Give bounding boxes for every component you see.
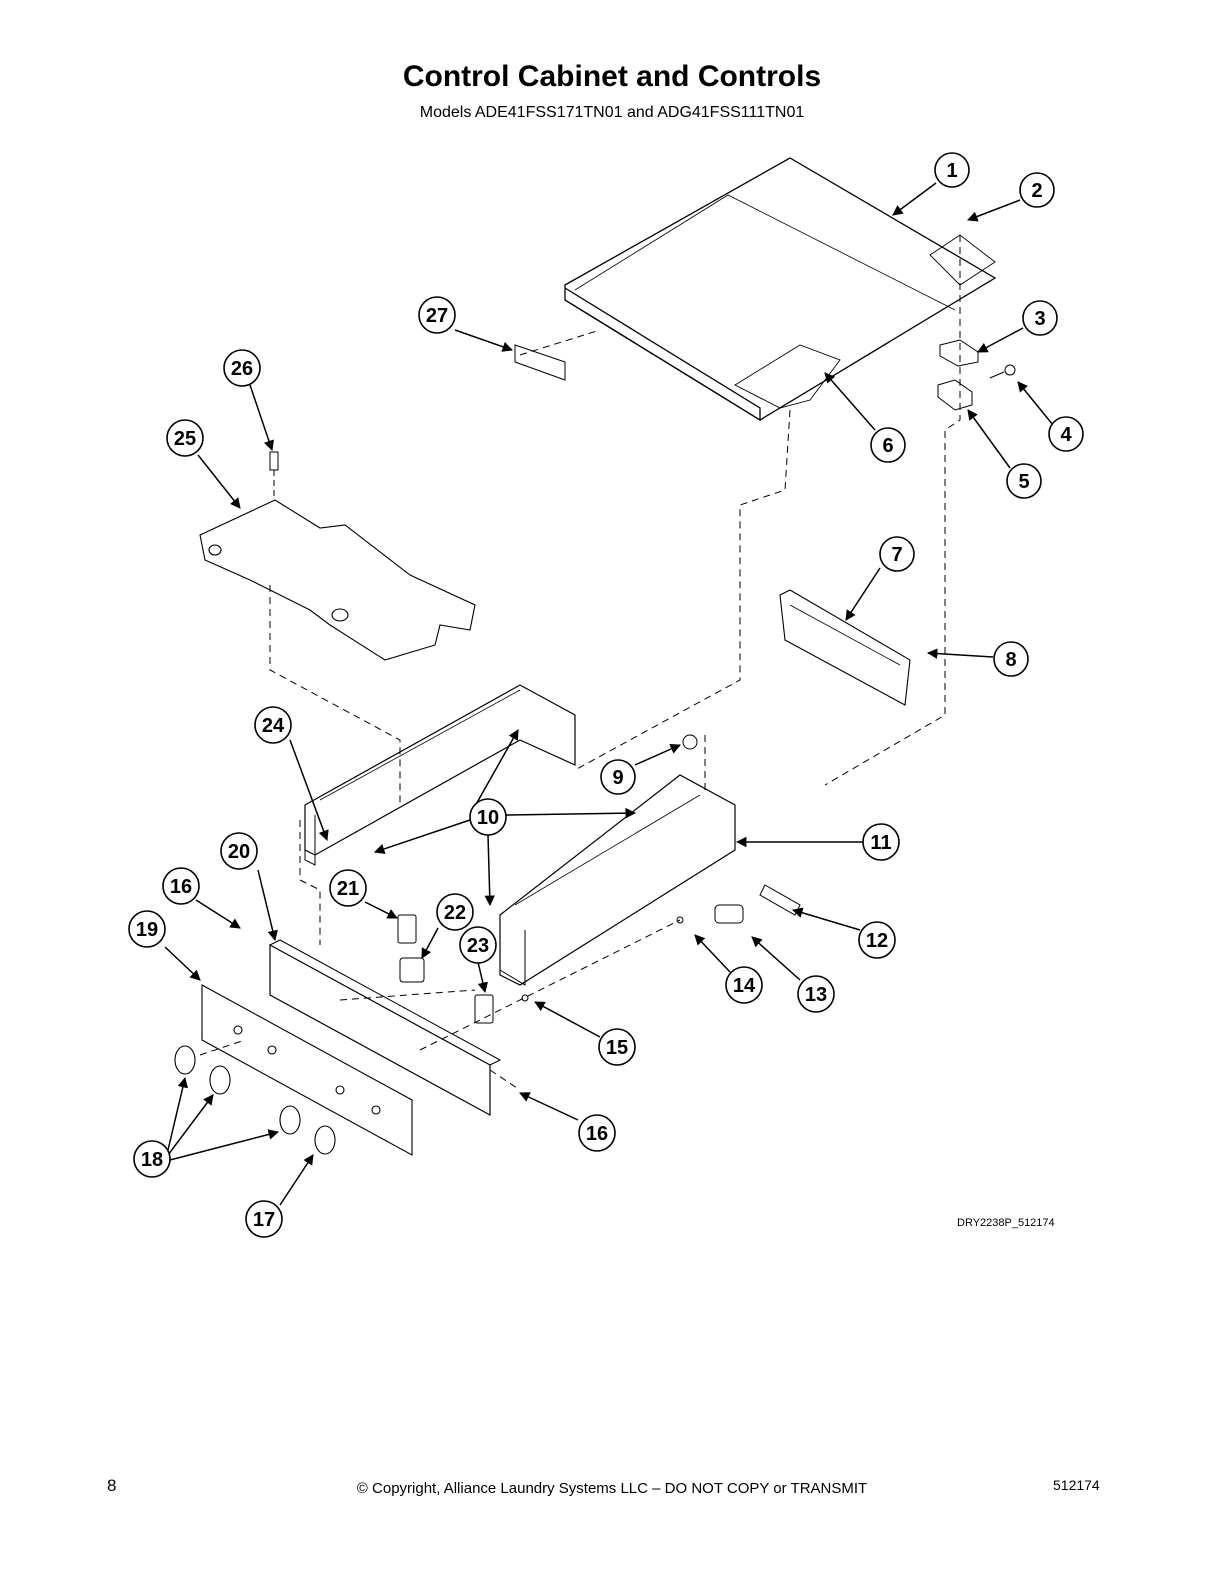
svg-text:13: 13 bbox=[805, 984, 827, 1006]
svg-text:19: 19 bbox=[136, 919, 158, 941]
copyright-notice: © Copyright, Alliance Laundry Systems LL… bbox=[356, 1480, 868, 1497]
svg-text:9: 9 bbox=[612, 767, 623, 789]
svg-text:20: 20 bbox=[228, 841, 250, 863]
drawing-id: DRY2238P_512174 bbox=[957, 1217, 1055, 1229]
callout-4: 4 bbox=[1048, 416, 1084, 452]
callout-13: 13 bbox=[797, 975, 835, 1013]
right-control-cabinet bbox=[499, 774, 736, 986]
assembly-lines bbox=[199, 235, 961, 1091]
svg-text:14: 14 bbox=[733, 975, 756, 997]
svg-text:16: 16 bbox=[586, 1123, 608, 1145]
svg-text:18: 18 bbox=[141, 1149, 163, 1171]
svg-text:6: 6 bbox=[882, 435, 893, 457]
callout-6: 6 bbox=[870, 427, 906, 463]
callout-27: 27 bbox=[418, 296, 456, 334]
cabinet-top-panel bbox=[564, 157, 997, 422]
svg-text:12: 12 bbox=[866, 930, 888, 952]
svg-text:11: 11 bbox=[870, 832, 891, 854]
screw-part bbox=[269, 451, 279, 500]
svg-text:25: 25 bbox=[174, 428, 196, 450]
page-subtitle: Models ADE41FSS171TN01 and ADG41FSS111TN… bbox=[419, 104, 805, 121]
callout-14: 14 bbox=[725, 966, 763, 1004]
rear-bracket bbox=[779, 589, 911, 706]
callout-7: 7 bbox=[879, 536, 915, 572]
svg-text:2: 2 bbox=[1031, 180, 1042, 202]
svg-text:10: 10 bbox=[477, 807, 499, 829]
callout-15: 15 bbox=[598, 1028, 636, 1066]
callout-11: 11 bbox=[862, 823, 900, 861]
callout-25: 25 bbox=[166, 419, 204, 457]
svg-text:8: 8 bbox=[1005, 649, 1016, 671]
callout-20: 20 bbox=[220, 832, 258, 870]
svg-text:15: 15 bbox=[606, 1037, 628, 1059]
hinge-brackets bbox=[937, 339, 1016, 411]
callout-18: 18 bbox=[133, 1140, 171, 1178]
svg-text:17: 17 bbox=[253, 1209, 275, 1231]
callout-19: 19 bbox=[128, 910, 166, 948]
callout-17: 17 bbox=[245, 1200, 283, 1238]
callout-10: 10 bbox=[469, 798, 507, 836]
document-number: 512174 bbox=[1053, 1477, 1100, 1493]
callout-24: 24 bbox=[254, 706, 292, 744]
svg-text:3: 3 bbox=[1034, 308, 1045, 330]
leader-arrows bbox=[164, 182, 1054, 1206]
callout-1: 1 bbox=[934, 152, 970, 188]
callout-16: 16 bbox=[578, 1114, 616, 1152]
control-switches bbox=[397, 914, 494, 1024]
svg-text:24: 24 bbox=[262, 715, 285, 737]
svg-text:16: 16 bbox=[170, 876, 192, 898]
small-parts bbox=[521, 734, 801, 1002]
callout-9: 9 bbox=[600, 759, 636, 795]
svg-text:22: 22 bbox=[444, 902, 466, 924]
callout-26: 26 bbox=[223, 349, 261, 387]
callout-23: 23 bbox=[459, 926, 497, 964]
control-knobs bbox=[174, 1045, 336, 1155]
callout-22: 22 bbox=[436, 893, 474, 931]
page-number: 8 bbox=[107, 1476, 117, 1495]
svg-text:5: 5 bbox=[1018, 471, 1029, 493]
callout-12: 12 bbox=[858, 921, 896, 959]
callout-2: 2 bbox=[1019, 172, 1055, 208]
svg-text:26: 26 bbox=[231, 358, 253, 380]
callout-8: 8 bbox=[993, 641, 1029, 677]
svg-text:4: 4 bbox=[1060, 424, 1072, 446]
svg-text:27: 27 bbox=[426, 305, 448, 327]
callout-16: 16 bbox=[162, 867, 200, 905]
callout-21: 21 bbox=[329, 869, 367, 907]
svg-text:1: 1 bbox=[946, 160, 957, 182]
left-control-cabinet bbox=[304, 684, 576, 866]
front-control-panel bbox=[269, 939, 502, 1117]
callout-3: 3 bbox=[1022, 300, 1058, 336]
svg-text:23: 23 bbox=[467, 935, 489, 957]
page-title: Control Cabinet and Controls bbox=[402, 60, 822, 93]
callout-5: 5 bbox=[1006, 463, 1042, 499]
label-plate bbox=[514, 344, 566, 381]
control-overlay bbox=[201, 984, 413, 1156]
control-mounting-plate bbox=[199, 499, 476, 661]
svg-text:7: 7 bbox=[891, 544, 902, 566]
svg-text:21: 21 bbox=[337, 878, 359, 900]
